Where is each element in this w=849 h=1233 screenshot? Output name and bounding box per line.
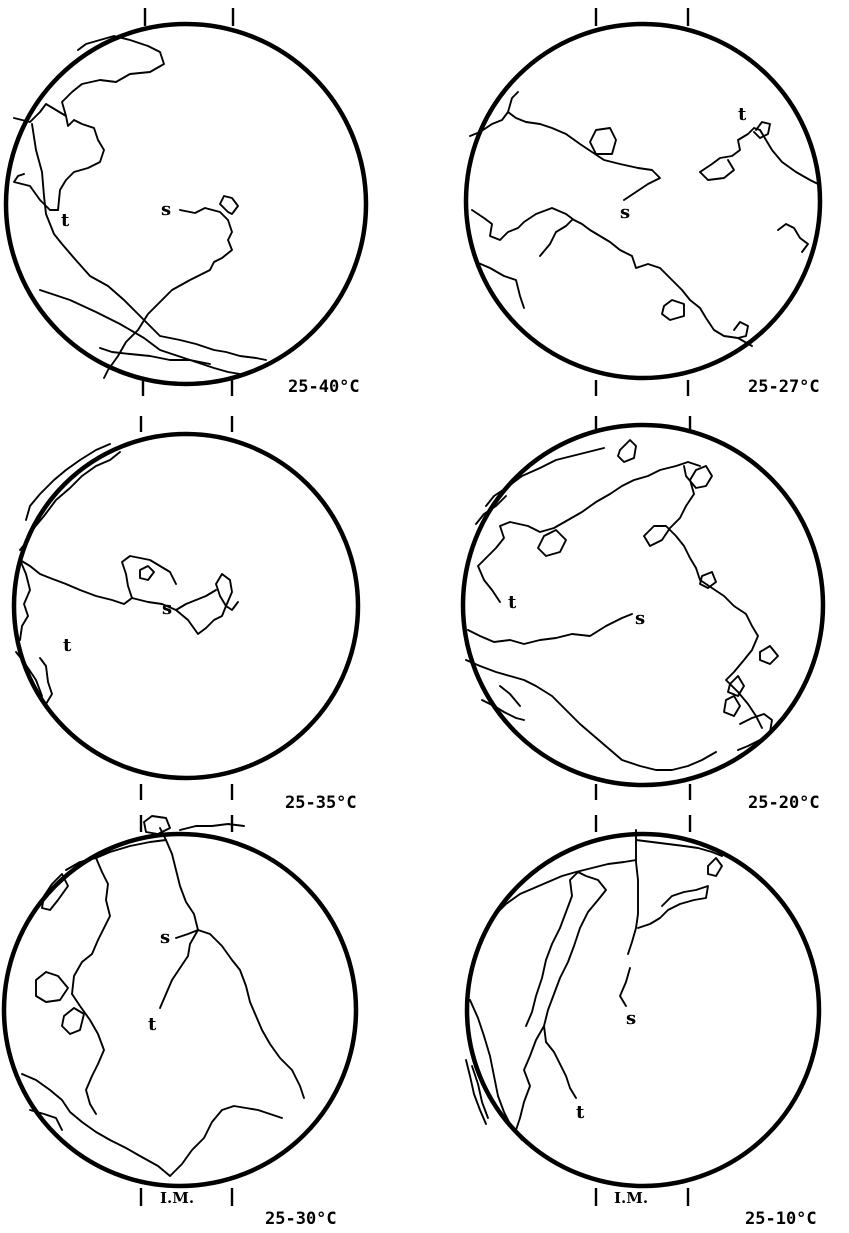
migration-track — [620, 968, 630, 1006]
migration-loop — [220, 196, 238, 214]
panel-25-40: s t 25-40°C — [6, 8, 366, 397]
migration-loop — [760, 646, 778, 664]
end-marker: t — [576, 1102, 585, 1123]
migration-loop — [754, 122, 770, 138]
start-marker: s — [620, 202, 630, 223]
migration-track — [180, 824, 244, 830]
migration-loop — [684, 466, 712, 488]
migration-loop — [700, 160, 734, 180]
migration-track — [628, 830, 638, 954]
migration-loop — [140, 566, 154, 580]
migration-loop — [538, 530, 566, 556]
migration-track — [638, 886, 708, 928]
migration-loop — [42, 874, 68, 910]
temperature-label: 25-27°C — [748, 377, 820, 397]
migration-track — [470, 112, 660, 200]
panel-25-35: s t 25-35°C — [14, 416, 358, 813]
migration-track — [176, 930, 304, 1098]
migration-track — [62, 36, 164, 116]
end-marker: t — [61, 210, 70, 231]
temperature-label: 25-30°C — [265, 1209, 337, 1229]
observation-circle — [466, 24, 820, 378]
observation-circle — [6, 24, 366, 384]
migration-track — [778, 224, 808, 252]
migration-loop — [36, 972, 68, 1002]
migration-track — [14, 174, 58, 210]
migration-track — [176, 590, 216, 610]
migration-loop — [144, 816, 170, 834]
end-marker: t — [63, 635, 72, 656]
panel-25-20: s t 25-20°C — [463, 416, 823, 813]
migration-track — [40, 290, 240, 374]
migration-track — [20, 560, 30, 640]
migration-track — [508, 92, 518, 112]
migration-track — [20, 556, 176, 604]
end-marker: t — [738, 104, 747, 125]
migration-track — [540, 220, 572, 256]
migration-track — [516, 1026, 544, 1130]
migration-track — [526, 872, 606, 1098]
migration-loop — [724, 696, 740, 716]
panel-25-10: s t I.M. 25-10°C — [466, 815, 819, 1229]
start-marker: s — [635, 608, 645, 629]
migration-track — [132, 598, 238, 634]
migration-track — [466, 660, 716, 770]
migration-track — [72, 858, 110, 994]
migration-track — [644, 480, 762, 728]
end-marker: t — [508, 592, 517, 613]
migration-track — [468, 614, 632, 644]
migration-loop — [708, 858, 722, 876]
temperature-label: 25-20°C — [748, 793, 820, 813]
migration-track — [472, 208, 690, 300]
im-label: I.M. — [614, 1189, 648, 1207]
migration-loop — [734, 322, 748, 338]
start-marker: s — [162, 598, 172, 619]
migration-loop — [216, 574, 232, 606]
migration-loop — [728, 676, 744, 696]
temperature-label: 25-10°C — [745, 1209, 817, 1229]
migration-track — [476, 262, 524, 308]
start-marker: s — [626, 1008, 636, 1029]
migration-track — [32, 124, 266, 360]
migration-loop — [62, 1008, 84, 1034]
im-label: I.M. — [160, 1189, 194, 1207]
migration-track — [100, 348, 210, 364]
end-marker: t — [148, 1014, 157, 1035]
start-marker: s — [160, 927, 170, 948]
migration-track — [72, 994, 104, 1114]
migration-loop — [618, 440, 636, 462]
observation-circle — [14, 434, 358, 778]
migration-loop — [662, 300, 684, 320]
migration-loop — [590, 128, 616, 154]
migration-track — [160, 828, 198, 930]
temperature-label: 25-40°C — [288, 377, 360, 397]
migration-track — [500, 686, 520, 706]
migration-track — [40, 658, 52, 712]
panel-25-27: s t 25-27°C — [466, 8, 820, 397]
temperature-label: 25-35°C — [285, 793, 357, 813]
start-marker: s — [161, 199, 171, 220]
panel-25-30: s t I.M. 25-30°C — [4, 815, 356, 1229]
observation-circle — [467, 834, 819, 1186]
